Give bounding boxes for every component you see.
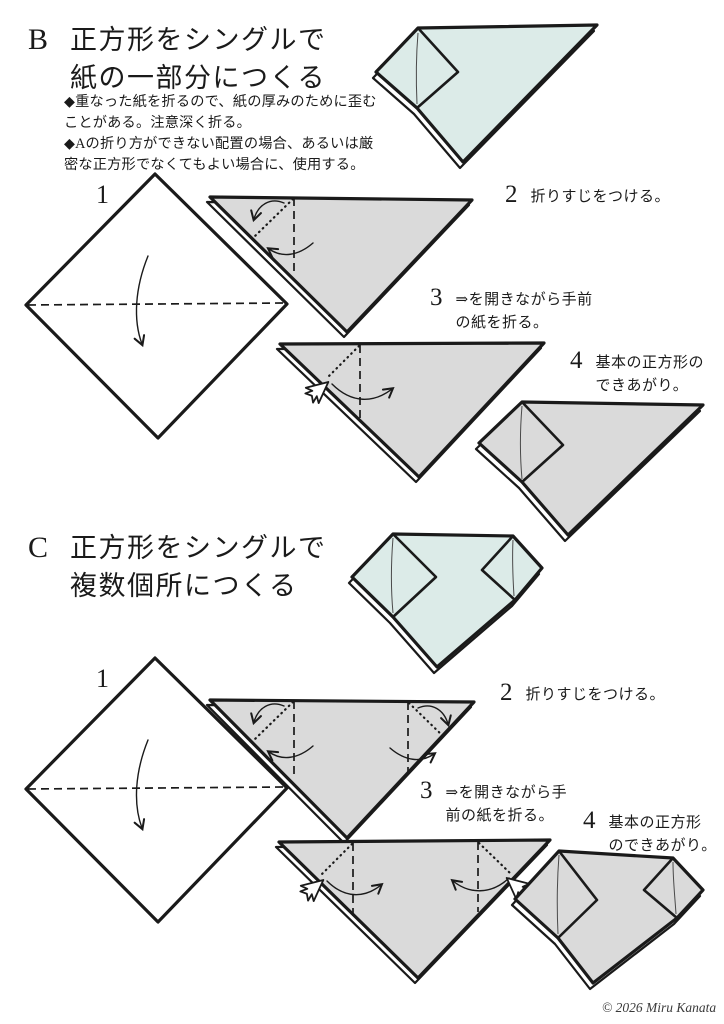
fold-direction-curved-arrow bbox=[331, 383, 395, 400]
section-b-title-line2: 紙の一部分につくる bbox=[70, 62, 326, 93]
b-step3-label: 3 ⇒を開きながら手前 の紙を折る。 bbox=[430, 284, 593, 336]
b-step1-diagram bbox=[24, 172, 289, 440]
section-b-letter: B bbox=[28, 23, 49, 56]
c-step3-caption: ⇒を開きながら手 前の紙を折る。 bbox=[445, 785, 568, 825]
valley-fold-line bbox=[27, 786, 286, 790]
c-step2-number: 2 bbox=[500, 679, 513, 706]
c-step4-label: 4 基本の正方形 のできあがり。 bbox=[583, 807, 717, 859]
note-when-to-use: ◆Aの折り方ができない配置の場合、あるいは厳密な正方形でなくてもよい場合に、使用… bbox=[64, 135, 374, 173]
crease-line bbox=[520, 405, 523, 480]
b-step4-label: 4 基本の正方形の できあがり。 bbox=[570, 347, 705, 399]
section-c-letter: C bbox=[28, 531, 49, 564]
c-step2-caption: 折りすじをつける。 bbox=[525, 687, 666, 703]
b-step4-caption: 基本の正方形の できあがり。 bbox=[595, 355, 705, 395]
crease-line bbox=[415, 32, 419, 105]
fold-direction-curved-arrow bbox=[450, 877, 510, 892]
b-result-diagram bbox=[371, 23, 599, 170]
b-step2-number: 2 bbox=[505, 181, 518, 208]
c-result-diagram bbox=[347, 532, 544, 675]
right-flap-edge bbox=[480, 534, 517, 602]
section-c-title-line1: 正方形をシングルで bbox=[70, 533, 327, 563]
section-c-heading: C 正方形をシングルで 複数個所につくる bbox=[28, 530, 327, 606]
b-step3-number: 3 bbox=[430, 284, 443, 311]
section-b-heading: B 正方形をシングルで 紙の一部分につくる bbox=[28, 22, 327, 98]
section-b-title-line1: 正方形をシングルで bbox=[70, 25, 327, 55]
c-step4-diagram bbox=[510, 849, 705, 991]
fold-direction-curved-arrow bbox=[133, 255, 149, 348]
section-b-notes: ◆重なった紙を折るので、紙の厚みのために歪むことがある。注意深く折る。 ◆Aの折… bbox=[64, 92, 384, 176]
folded-paper bbox=[513, 849, 705, 985]
left-mountain-fold-line bbox=[252, 700, 295, 742]
b-step2-diagram bbox=[205, 195, 474, 339]
folded-triangle-paper bbox=[278, 341, 546, 479]
folded-triangle-paper bbox=[277, 838, 552, 980]
open-direction-block-arrow-icon bbox=[299, 879, 325, 903]
c-step2-diagram bbox=[205, 698, 476, 845]
folded-paper bbox=[350, 532, 544, 669]
valley-fold-line bbox=[27, 302, 286, 306]
open-direction-block-arrow-icon bbox=[304, 381, 330, 405]
b-step2-label: 2 折りすじをつける。 bbox=[505, 181, 671, 209]
left-mountain-fold-line bbox=[319, 842, 354, 877]
crease-line bbox=[556, 854, 560, 935]
fold-direction-curved-arrow bbox=[417, 705, 452, 728]
unfolded-square-paper bbox=[24, 656, 289, 924]
c-step3-label: 3 ⇒を開きながら手 前の紙を折る。 bbox=[420, 777, 568, 829]
c-step4-caption: 基本の正方形 のできあがり。 bbox=[608, 815, 717, 855]
c-step2-label: 2 折りすじをつける。 bbox=[500, 679, 666, 707]
flap-edge bbox=[415, 26, 460, 110]
fold-direction-curved-arrow bbox=[389, 747, 437, 764]
b-step3-diagram bbox=[275, 341, 546, 484]
unfolded-square-paper bbox=[24, 172, 289, 440]
crease-line bbox=[391, 537, 394, 614]
b-step2-caption: 折りすじをつける。 bbox=[530, 189, 671, 205]
b-step4-diagram bbox=[474, 400, 705, 543]
c-step3-diagram bbox=[274, 838, 552, 985]
folded-triangle-paper bbox=[208, 195, 474, 334]
fold-direction-curved-arrow bbox=[133, 739, 149, 832]
right-flap-edge bbox=[642, 856, 679, 920]
copyright-text: © 2026 Miru Kanata bbox=[602, 1000, 717, 1015]
section-c-title-line2: 複数個所につくる bbox=[70, 570, 298, 601]
crease-line bbox=[672, 861, 677, 915]
fold-direction-curved-arrow bbox=[266, 745, 314, 762]
right-mountain-fold-line bbox=[407, 701, 447, 740]
b-step3-caption: ⇒を開きながら手前 の紙を折る。 bbox=[455, 292, 593, 332]
left-flap-edge bbox=[391, 532, 438, 619]
right-mountain-fold-line bbox=[477, 841, 513, 876]
c-step1-diagram bbox=[24, 656, 289, 924]
section-c-title: 正方形をシングルで 複数個所につくる bbox=[70, 530, 327, 606]
section-b-title: 正方形をシングルで 紙の一部分につくる bbox=[70, 22, 327, 98]
folded-paper bbox=[374, 23, 599, 164]
flap-edge bbox=[520, 400, 565, 484]
crease-line bbox=[512, 539, 515, 597]
c-step1-number: 1 bbox=[96, 664, 109, 693]
left-flap-edge bbox=[556, 849, 599, 940]
c-step4-number: 4 bbox=[583, 807, 596, 834]
folded-paper bbox=[477, 400, 705, 537]
fold-direction-curved-arrow bbox=[250, 703, 285, 726]
b-step4-number: 4 bbox=[570, 347, 583, 374]
fold-direction-curved-arrow bbox=[326, 880, 384, 896]
b-step1-number: 1 bbox=[96, 180, 109, 209]
mountain-fold-line bbox=[252, 197, 295, 239]
fold-direction-curved-arrow bbox=[250, 200, 285, 223]
fold-direction-curved-arrow bbox=[266, 242, 314, 259]
note-paper-thickness: ◆重なった紙を折るので、紙の厚みのために歪むことがある。注意深く折る。 bbox=[64, 94, 377, 131]
c-step3-number: 3 bbox=[420, 777, 433, 804]
